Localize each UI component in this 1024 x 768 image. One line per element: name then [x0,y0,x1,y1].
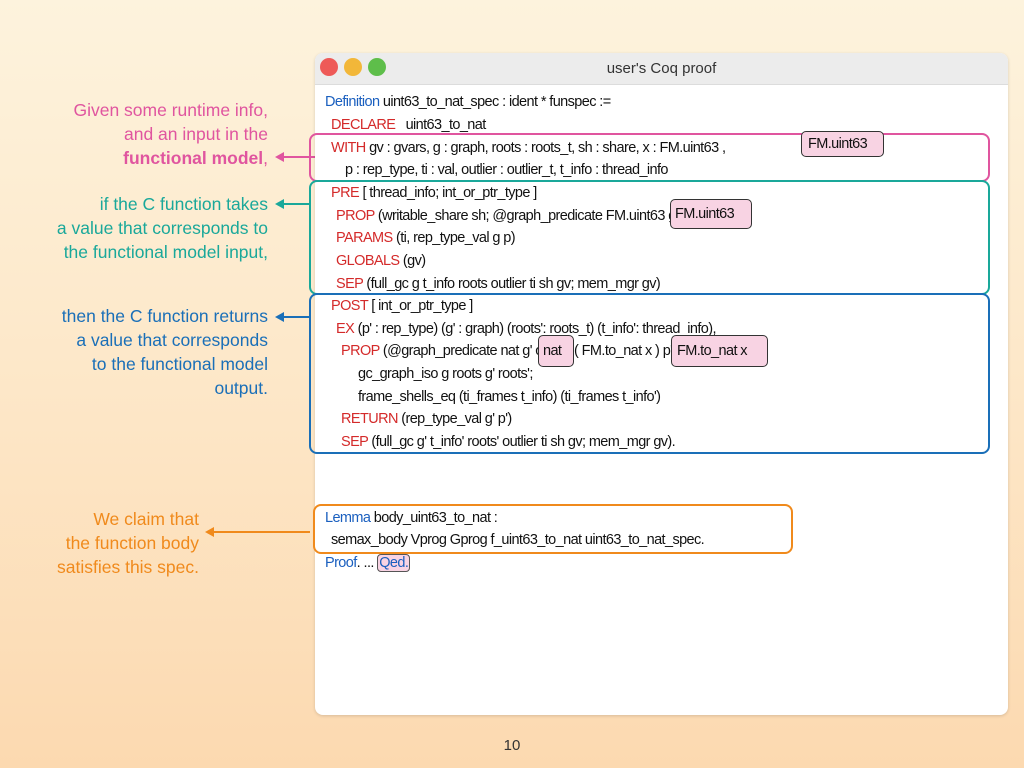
code-line-params: PARAMS (ti, rep_type_val g p) [336,230,516,246]
code-line-pre: PRE [ thread_info; int_or_ptr_type ] [331,185,537,201]
arrow-pre-head [275,199,284,209]
post-highlight-box [309,293,990,454]
code-text: uint63_to_nat_spec : ident * funspec := [379,94,611,110]
keyword-lemma: Lemma [325,510,371,526]
code-line-pre-sep: SEP (full_gc g t_info roots outlier ti s… [336,276,661,292]
annotation-pre: if the C function takes a value that cor… [10,192,268,264]
code-text: (gv) [399,253,426,269]
code-line-post: POST [ int_or_ptr_type ] [331,298,473,314]
code-text: (p' : rep_type) (g' : graph) (roots': ro… [354,321,717,337]
keyword-sep: SEP [336,276,364,292]
code-text: (ti, rep_type_val g p) [392,230,516,246]
keyword-globals: GLOBALS [336,253,400,269]
annotation-post: then the C function returns a value that… [10,304,268,400]
code-line-lemma: Lemma body_uint63_to_nat : [325,510,498,526]
annotation-pre-line3: the functional model input, [63,242,268,262]
annotation-given-line1: Given some runtime info, [73,100,268,120]
code-line-with-cont: p : rep_type, ti : val, outlier : outlie… [345,162,669,178]
code-text: (rep_type_val g' p') [397,411,512,427]
arrow-post-head [275,312,284,322]
minimize-window-icon[interactable] [344,58,362,76]
annotation-post-line2: a value that corresponds [76,330,268,350]
annotation-lemma-line2: the function body [65,533,199,553]
code-text: [ int_or_ptr_type ] [367,298,473,314]
maximize-window-icon[interactable] [368,58,386,76]
code-line-with: WITH gv : gvars, g : graph, roots : root… [331,140,726,156]
close-window-icon[interactable] [320,58,338,76]
code-line-semax: semax_body Vprog Gprog f_uint63_to_nat u… [331,532,705,548]
arrow-lemma-line [213,531,310,533]
code-line-proof: Proof. ... Qed. [325,554,411,572]
code-line-definition: Definition uint63_to_nat_spec : ident * … [325,94,611,110]
code-text: (@graph_predicate nat g' outlier ( FM.to… [379,343,673,359]
annotation-given-tail: , [263,148,268,168]
arrow-post-line [283,316,310,318]
keyword-params: PARAMS [336,230,393,246]
code-text: p : rep_type, ti : val, outlier : outlie… [345,162,669,178]
code-text: uint63_to_nat [395,117,487,133]
annotation-post-line4: output. [214,378,268,398]
keyword-post: POST [331,298,368,314]
code-line-frames: frame_shells_eq (ti_frames t_info) (ti_f… [358,389,661,405]
annotation-pre-line2: a value that corresponds to [56,218,268,238]
code-line-post-sep: SEP (full_gc g' t_info' roots' outlier t… [341,434,676,450]
lemma-highlight-box [313,504,793,554]
tag-fm-uint63: FM.uint63 [801,131,884,157]
page-number: 10 [503,737,521,754]
keyword-pre: PRE [331,185,360,201]
editor-window: user's Coq proof [315,53,1008,715]
annotation-given: Given some runtime info, and an input in… [20,98,268,170]
keyword-sep: SEP [341,434,369,450]
code-text: (full_gc g t_info roots outlier ti sh gv… [362,276,661,292]
annotation-pre-line1: if the C function takes [99,194,268,214]
annotation-given-line2: and an input in the [123,124,268,144]
keyword-proof: Proof [325,555,357,571]
tag-fm-to-nat: FM.to_nat x [671,335,768,367]
tag-pre-overlay: FM.uint63 [670,199,752,229]
code-line-globals: GLOBALS (gv) [336,253,426,269]
code-text: body_uint63_to_nat : [370,510,498,526]
keyword-qed: Qed. [377,554,411,572]
code-text: gv : gvars, g : graph, roots : roots_t, … [365,140,726,156]
arrow-given-head [275,152,284,162]
code-line-declare: DECLARE uint63_to_nat [331,117,486,133]
keyword-return: RETURN [341,411,398,427]
code-text: . ... [356,555,378,571]
keyword-prop: PROP [341,343,380,359]
code-text: [ thread_info; int_or_ptr_type ] [359,185,537,201]
annotation-lemma: We claim that the function body satisfie… [10,507,199,579]
tag-post-nat: nat [538,335,574,367]
annotation-post-line3: to the functional model [91,354,268,374]
code-text: frame_shells_eq (ti_frames t_info) (ti_f… [358,389,661,405]
keyword-ex: EX [336,321,355,337]
annotation-given-bold: functional model [123,148,264,168]
arrow-pre-line [283,203,310,205]
code-line-iso: gc_graph_iso g roots g' roots'; [358,366,533,382]
code-text: (full_gc g' t_info' roots' outlier ti sh… [367,434,676,450]
window-title: user's Coq proof [606,60,717,77]
annotation-lemma-line1: We claim that [93,509,199,529]
keyword-prop: PROP [336,208,375,224]
code-line-post-prop: PROP (@graph_predicate nat g' outlier ( … [341,343,673,359]
keyword-declare: DECLARE [331,117,396,133]
code-text: semax_body Vprog Gprog f_uint63_to_nat u… [331,532,705,548]
keyword-with: WITH [331,140,366,156]
code-line-return: RETURN (rep_type_val g' p') [341,411,512,427]
window-titlebar: user's Coq proof [315,53,1008,85]
arrow-given-line [283,156,315,158]
keyword-definition: Definition [325,94,380,110]
annotation-lemma-line3: satisfies this spec. [57,557,199,577]
code-line-ex: EX (p' : rep_type) (g' : graph) (roots':… [336,321,717,337]
annotation-post-line1: then the C function returns [61,306,268,326]
arrow-lemma-head [205,527,214,537]
code-text: gc_graph_iso g roots g' roots'; [358,366,533,382]
